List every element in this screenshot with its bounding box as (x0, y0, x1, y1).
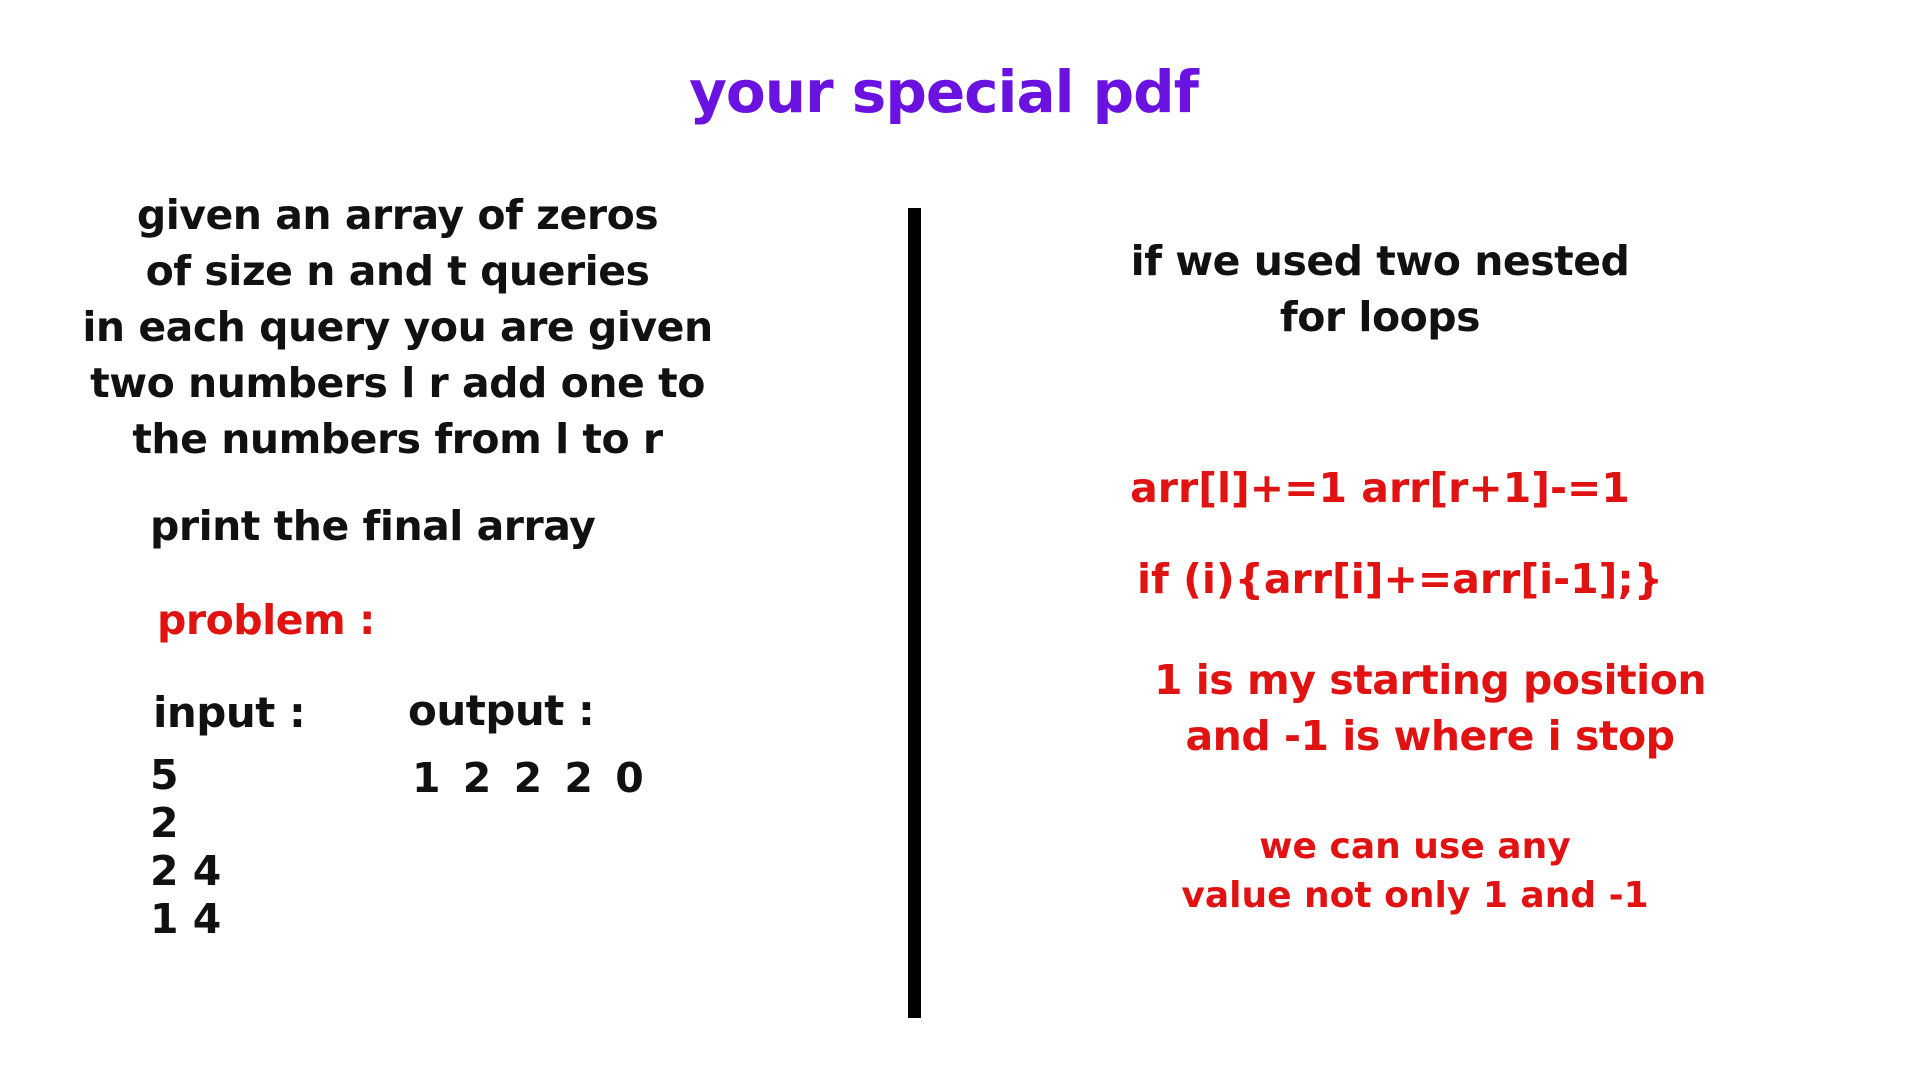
nested-loops-note: if we used two nested for loops (1130, 237, 1630, 341)
output-values: 1 2 2 2 0 (412, 754, 648, 802)
input-label: input : (153, 688, 306, 737)
page-title: your special pdf (689, 58, 1199, 126)
difference-update-code: arr[l]+=1 arr[r+1]-=1 (1130, 464, 1630, 512)
prefix-sum-code: if (i){arr[i]+=arr[i-1];} (1137, 555, 1663, 603)
print-instruction: print the final array (150, 502, 596, 550)
output-label: output : (408, 686, 595, 735)
problem-description: given an array of zeros of size n and t … (82, 191, 713, 463)
vertical-divider (908, 208, 921, 1018)
start-stop-note: 1 is my starting position and -1 is wher… (1153, 656, 1707, 760)
any-value-note: we can use any value not only 1 and -1 (1181, 826, 1649, 916)
input-values: 5 2 2 4 1 4 (150, 751, 222, 943)
problem-label: problem : (157, 596, 375, 644)
